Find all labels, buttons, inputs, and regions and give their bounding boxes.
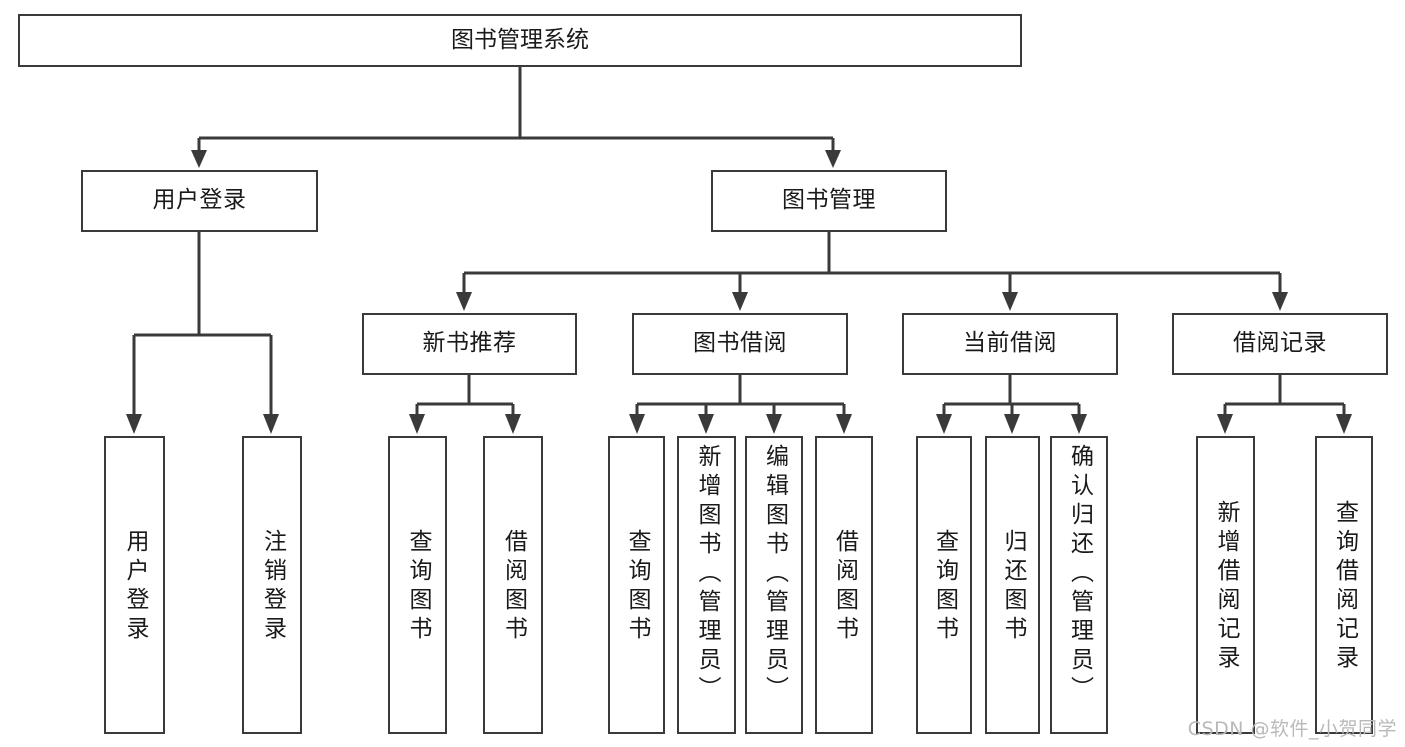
leaf-add-borrow-record[interactable]: 新增借阅记录 (1196, 436, 1255, 734)
leaf-label: 新增借阅记录 (1213, 500, 1239, 674)
leaf-label: 归还图书 (1000, 529, 1026, 645)
leaf-borrow-book[interactable]: 借阅图书 (815, 436, 873, 734)
leaf-add-book-admin[interactable]: 新增图书（管理员） (677, 436, 736, 734)
node-label: 新书推荐 (422, 330, 517, 357)
leaf-label: 确认归还（管理员） (1066, 444, 1093, 705)
node-book-management[interactable]: 图书管理 (711, 170, 947, 232)
node-label: 图书管理 (782, 187, 876, 214)
node-user-login[interactable]: 用户登录 (81, 170, 318, 232)
leaf-label: 注销登录 (259, 529, 286, 645)
node-label: 用户登录 (152, 187, 247, 214)
leaf-label: 借阅图书 (831, 529, 858, 645)
node-current-borrow[interactable]: 当前借阅 (902, 313, 1118, 375)
leaf-label: 借阅图书 (500, 529, 527, 645)
leaf-label: 查询借阅记录 (1331, 500, 1358, 674)
leaf-user-login[interactable]: 用户登录 (104, 436, 165, 734)
leaf-label: 查询图书 (624, 529, 650, 645)
leaf-query-book-recommend[interactable]: 查询图书 (388, 436, 447, 734)
leaf-query-book-current[interactable]: 查询图书 (916, 436, 972, 734)
node-root-system[interactable]: 图书管理系统 (18, 14, 1022, 67)
node-book-borrow[interactable]: 图书借阅 (632, 313, 848, 375)
leaf-return-book[interactable]: 归还图书 (985, 436, 1040, 734)
node-label: 图书管理系统 (451, 26, 589, 53)
leaf-confirm-return-admin[interactable]: 确认归还（管理员） (1050, 436, 1108, 734)
watermark-text: CSDN @软件_小贺同学 (1187, 718, 1397, 740)
leaf-label: 编辑图书（管理员） (761, 444, 788, 705)
leaf-label: 查询图书 (931, 529, 958, 645)
leaf-query-book-borrow[interactable]: 查询图书 (608, 436, 665, 734)
leaf-query-borrow-record[interactable]: 查询借阅记录 (1315, 436, 1373, 734)
leaf-label: 新增图书（管理员） (694, 444, 720, 705)
node-label: 当前借阅 (963, 330, 1057, 357)
node-label: 图书借阅 (693, 330, 787, 357)
node-label: 借阅记录 (1233, 330, 1327, 357)
node-new-book-recommend[interactable]: 新书推荐 (362, 313, 577, 375)
leaf-borrow-book-recommend[interactable]: 借阅图书 (483, 436, 543, 734)
leaf-label: 用户登录 (122, 529, 148, 645)
node-borrow-record[interactable]: 借阅记录 (1172, 313, 1388, 375)
leaf-edit-book-admin[interactable]: 编辑图书（管理员） (745, 436, 803, 734)
leaf-label: 查询图书 (405, 529, 431, 645)
leaf-user-logout[interactable]: 注销登录 (242, 436, 302, 734)
